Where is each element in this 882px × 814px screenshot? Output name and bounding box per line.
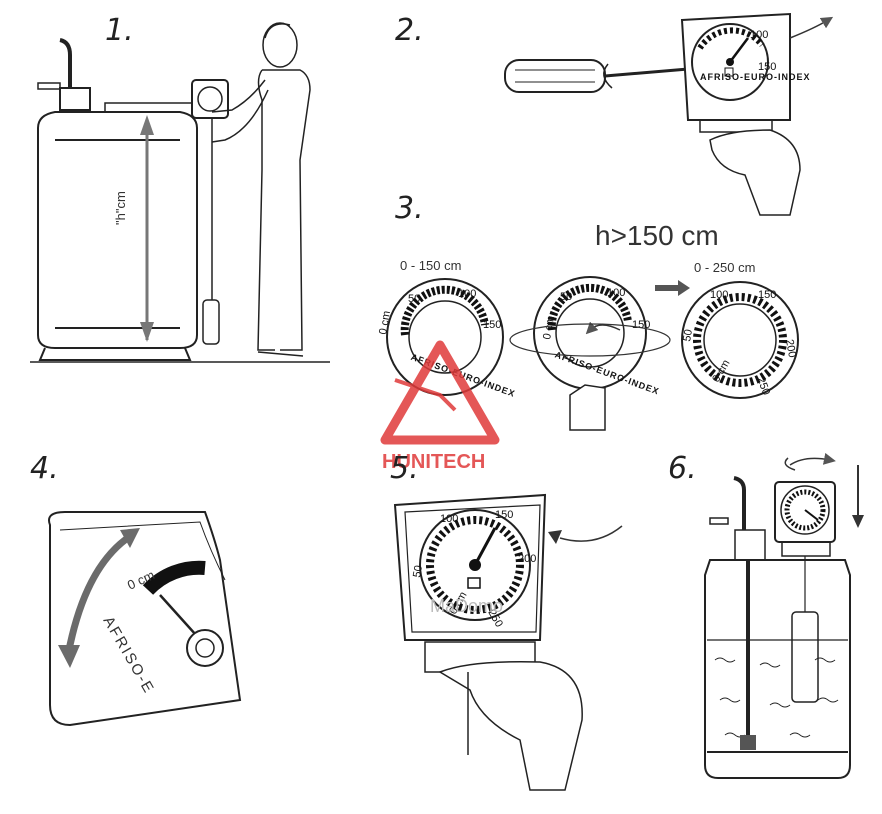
dialC-tick-200: 200 xyxy=(783,338,798,358)
tank-body xyxy=(37,111,198,349)
gauge5-tick-150: 150 xyxy=(495,509,513,521)
gauge2-brand: AFRISO-EURO-INDEX xyxy=(700,72,811,82)
dialA-tick-100: 100 xyxy=(458,288,476,300)
dialB-tick-0: 0 cm xyxy=(541,315,557,341)
dialA-tick-50: 50 xyxy=(408,293,420,305)
gauge5-tick-200: 200 xyxy=(518,553,536,565)
gauge-box-panel2: 100 150 AFRISO-EURO-INDEX xyxy=(680,12,811,121)
gauge-small xyxy=(191,79,229,119)
dial-rotate-range: 0 cm 50 100 150 AFRISO-EURO-INDEX xyxy=(509,276,671,431)
step-number-2: 2. xyxy=(395,13,424,48)
step-number-6: 6. xyxy=(668,451,697,486)
person-figure xyxy=(211,22,311,357)
gauge5-tick-50: 50 xyxy=(411,564,425,578)
step-number-1: 1. xyxy=(105,13,134,48)
watermark-logo: HUNITECH xyxy=(380,340,500,473)
gauge2-tick-100: 100 xyxy=(750,29,768,41)
step-number-4: 4. xyxy=(30,451,59,486)
dialC-tick-100: 100 xyxy=(710,289,728,301)
dialC-tick-150: 150 xyxy=(758,289,776,301)
tank-fitting xyxy=(59,87,91,111)
dialA-tick-150: 150 xyxy=(483,319,501,331)
panel-5: 5. 0 cm 50 100 150 200 250 MaDomo xyxy=(390,451,623,791)
range-label-small: 0 - 150 cm xyxy=(400,258,461,273)
step-number-5: 5. xyxy=(390,451,419,486)
gauge2-tick-150: 150 xyxy=(758,61,776,73)
screwdriver-handle xyxy=(504,59,606,93)
bottle xyxy=(202,299,220,345)
hand-panel2 xyxy=(709,129,801,216)
hand-panel5 xyxy=(438,660,583,791)
dialC-tick-50: 50 xyxy=(681,328,695,342)
dialB-tick-50: 50 xyxy=(560,291,572,303)
dialB-tick-100: 100 xyxy=(607,287,625,299)
height-label: "h"cm xyxy=(113,191,128,225)
rotation-arrow-double xyxy=(64,532,134,656)
watermark-text: HUNITECH xyxy=(382,451,485,473)
range-label-large: 0 - 250 cm xyxy=(694,260,755,275)
panel-2: 2. 100 150 AFRISO-EURO-INDEX xyxy=(395,12,834,216)
dial-large-range: 0 cm 50 100 150 200 250 xyxy=(681,281,799,399)
gauge5-tick-100: 100 xyxy=(440,513,458,525)
step-number-3: 3. xyxy=(395,191,424,226)
watermark-subtext: MaDomo xyxy=(430,596,503,616)
panel-3: 3. h>150 cm 0 - 150 cm 0 - 250 cm 0 cm 5… xyxy=(377,191,799,431)
panel-6: 6. xyxy=(668,451,864,779)
dial-small-range: 0 cm 50 100 150 AFRISO-EURO-INDEX xyxy=(377,278,517,399)
transition-arrow xyxy=(655,280,690,296)
height-threshold-label: h>150 cm xyxy=(595,220,719,251)
panel-4: 4. 0 cm AFRISO-E xyxy=(30,451,242,727)
dialC-tick-250: 250 xyxy=(754,375,772,396)
panel-1: 1. "h"cm xyxy=(30,13,330,363)
dialA-tick-0: 0 cm xyxy=(377,310,393,336)
tank-base xyxy=(38,347,192,361)
tank-filled xyxy=(704,559,851,779)
